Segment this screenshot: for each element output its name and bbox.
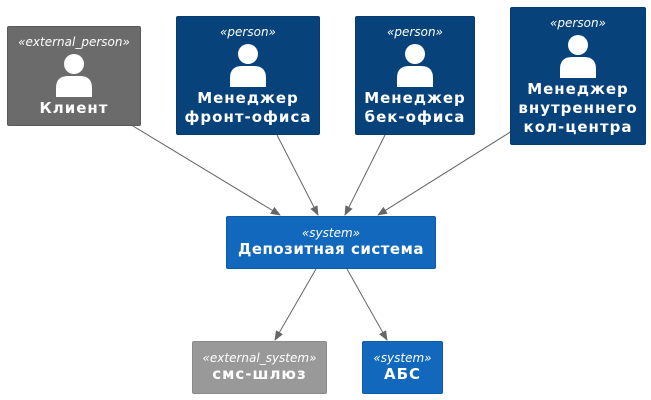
- node-abs-label: АБС: [383, 365, 422, 383]
- node-call-label-line1: Менеджер: [527, 79, 629, 98]
- node-sms-gateway[interactable]: «external_system» смс-шлюз: [192, 341, 327, 394]
- node-client-stereotype: «external_person»: [18, 34, 130, 49]
- node-front-label-line1: Менеджер: [197, 88, 299, 107]
- person-icon: [230, 43, 266, 87]
- node-front-stereotype: «person»: [220, 24, 276, 39]
- node-client-label: Клиент: [39, 98, 109, 117]
- node-back-stereotype: «person»: [387, 24, 443, 39]
- node-call-label-line3: кол-центра: [523, 117, 633, 136]
- node-abs-system[interactable]: «system» АБС: [362, 341, 443, 394]
- node-back-label-line1: Менеджер: [364, 88, 466, 107]
- node-call-center-manager[interactable]: «person» Менеджер внутреннего кол-центра: [510, 7, 646, 145]
- person-icon: [560, 34, 596, 78]
- person-icon: [56, 53, 92, 97]
- node-front-office-manager[interactable]: «person» Менеджер фронт-офиса: [176, 16, 320, 135]
- edge-back-deposit: [344, 134, 386, 216]
- node-call-stereotype: «person»: [550, 15, 606, 30]
- node-back-office-manager[interactable]: «person» Менеджер бек-офиса: [355, 16, 475, 135]
- edge-deposit-abs: [346, 268, 388, 341]
- edge-call-deposit: [377, 130, 513, 216]
- node-back-label-line2: бек-офиса: [364, 107, 466, 126]
- edge-client-deposit: [132, 125, 281, 216]
- node-deposit-label: Депозитная система: [237, 240, 424, 258]
- node-client[interactable]: «external_person» Клиент: [7, 26, 141, 126]
- edge-deposit-sms: [274, 268, 317, 341]
- node-deposit-system[interactable]: «system» Депозитная система: [226, 216, 436, 269]
- edge-front-deposit: [276, 134, 319, 216]
- node-front-label-line2: фронт-офиса: [184, 107, 312, 126]
- node-abs-stereotype: «system»: [373, 351, 432, 365]
- node-sms-label: смс-шлюз: [212, 365, 307, 383]
- node-call-label-line2: внутреннего: [518, 98, 638, 117]
- node-sms-stereotype: «external_system»: [202, 351, 317, 365]
- node-deposit-stereotype: «system»: [301, 226, 361, 240]
- person-icon: [397, 43, 433, 87]
